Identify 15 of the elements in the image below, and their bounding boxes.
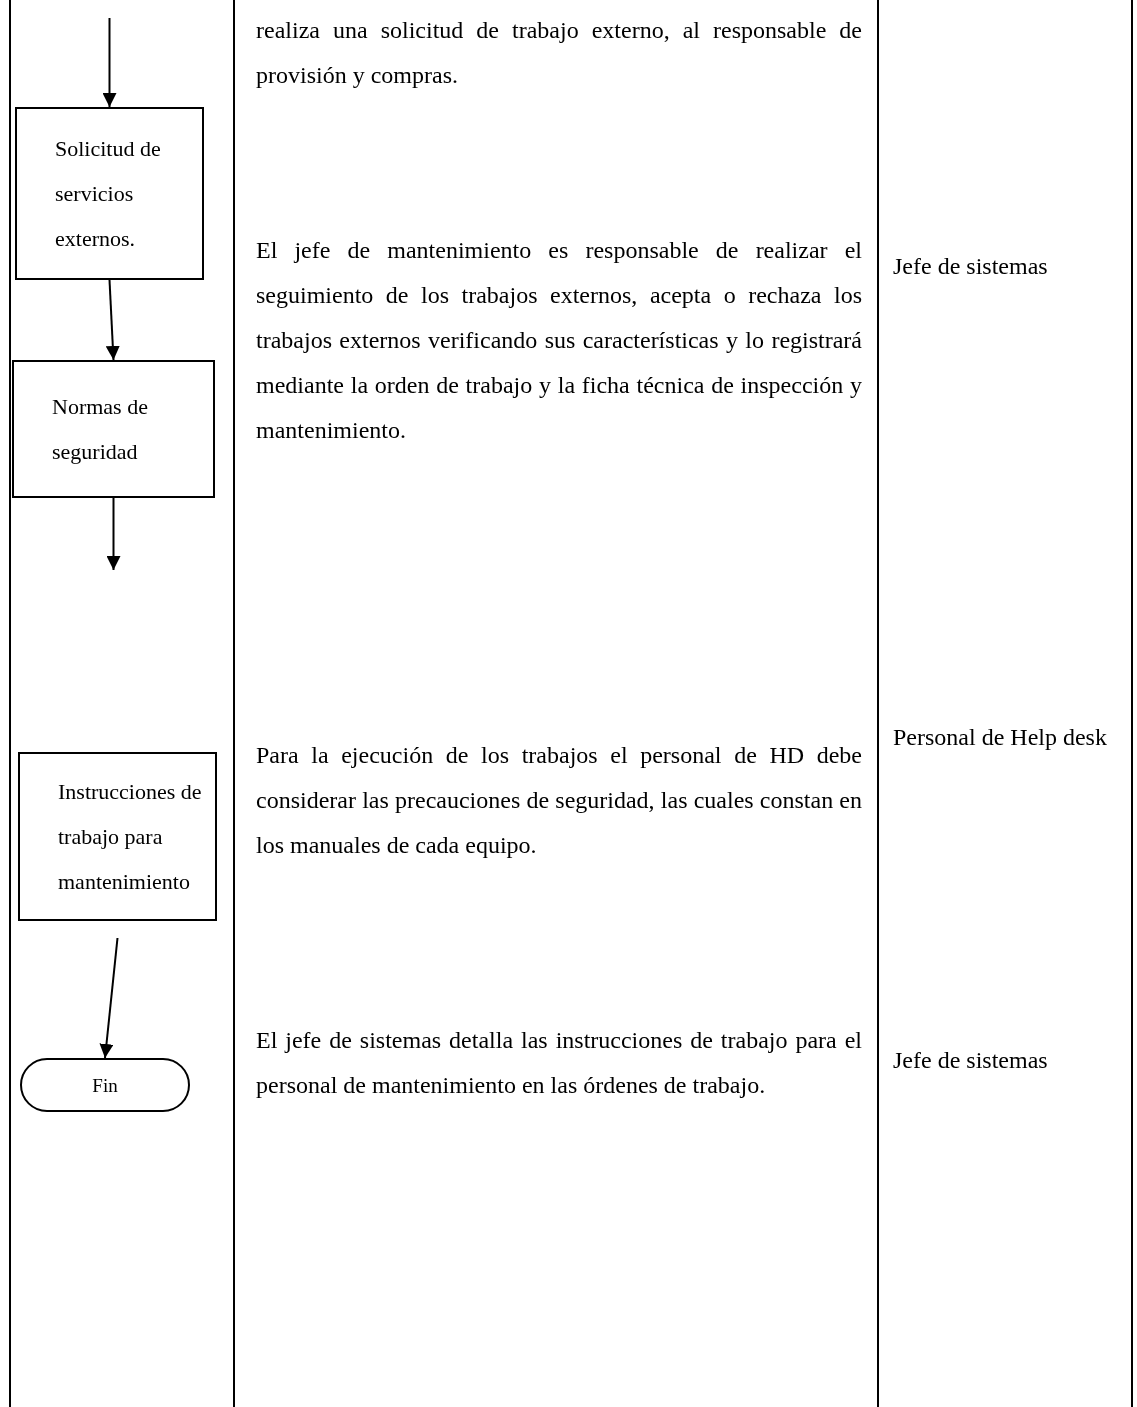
process-box: Solicitud de servicios externos. bbox=[15, 107, 204, 280]
description-text: El jefe de sistemas detalla las instrucciones de trabajo para el personal de mantenimiento en las órdenes de trabajo. bbox=[256, 1026, 862, 1100]
role-text: Jefe de sistemas bbox=[893, 1046, 1049, 1075]
arrow bbox=[99, 937, 119, 1059]
process-box: Instrucciones de trabajo para mantenimiento bbox=[18, 752, 217, 921]
process-box: Normas de seguridad bbox=[12, 360, 215, 498]
terminator-shape: Fin bbox=[20, 1058, 190, 1112]
description-text: Para la ejecución de los trabajos el personal de HD debe considerar las precauciones de seguridad, las cuales constan en los manuales de cada equipo. bbox=[256, 741, 862, 860]
arrow bbox=[105, 279, 120, 361]
role-text: Personal de Help desk bbox=[893, 723, 1108, 752]
role-text: Jefe de sistemas bbox=[893, 252, 1049, 281]
arrow bbox=[106, 497, 121, 571]
arrow bbox=[102, 17, 117, 108]
description-text: realiza una solicitud de trabajo externo, al responsable de provisión y compras. bbox=[256, 16, 862, 90]
description-text: El jefe de mantenimiento es responsable de realizar el seguimiento de los trabajos externos, acepta o rechaza los trabajos externos verificando sus características y lo registrará mediante la orden de trabajo y la ficha técnica de inspección y mantenimiento. bbox=[256, 236, 862, 445]
